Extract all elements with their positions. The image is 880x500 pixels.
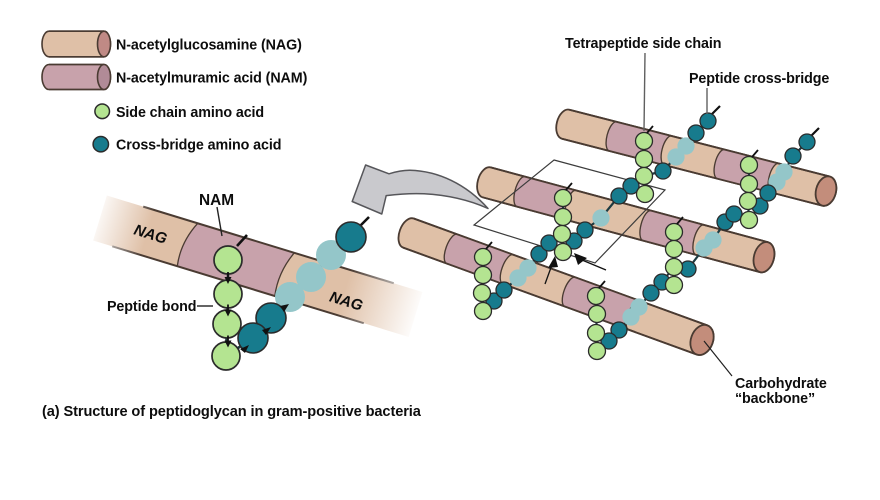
svg-text:“backbone”: “backbone”: [735, 391, 815, 407]
svg-text:NAM: NAM: [199, 192, 234, 209]
svg-text:Side chain amino acid: Side chain amino acid: [116, 105, 264, 121]
svg-text:N-acetylmuramic acid (NAM): N-acetylmuramic acid (NAM): [116, 71, 308, 87]
svg-text:N-acetylglucosamine (NAG): N-acetylglucosamine (NAG): [116, 38, 302, 54]
svg-text:Cross-bridge amino acid: Cross-bridge amino acid: [116, 138, 281, 154]
svg-text:Peptide cross-bridge: Peptide cross-bridge: [689, 71, 829, 87]
svg-text:(a) Structure of peptidoglycan: (a) Structure of peptidoglycan in gram-p…: [42, 404, 422, 420]
svg-text:Carbohydrate: Carbohydrate: [735, 376, 827, 392]
svg-text:Tetrapeptide side chain: Tetrapeptide side chain: [565, 36, 721, 52]
svg-text:Peptide bond: Peptide bond: [107, 299, 196, 315]
